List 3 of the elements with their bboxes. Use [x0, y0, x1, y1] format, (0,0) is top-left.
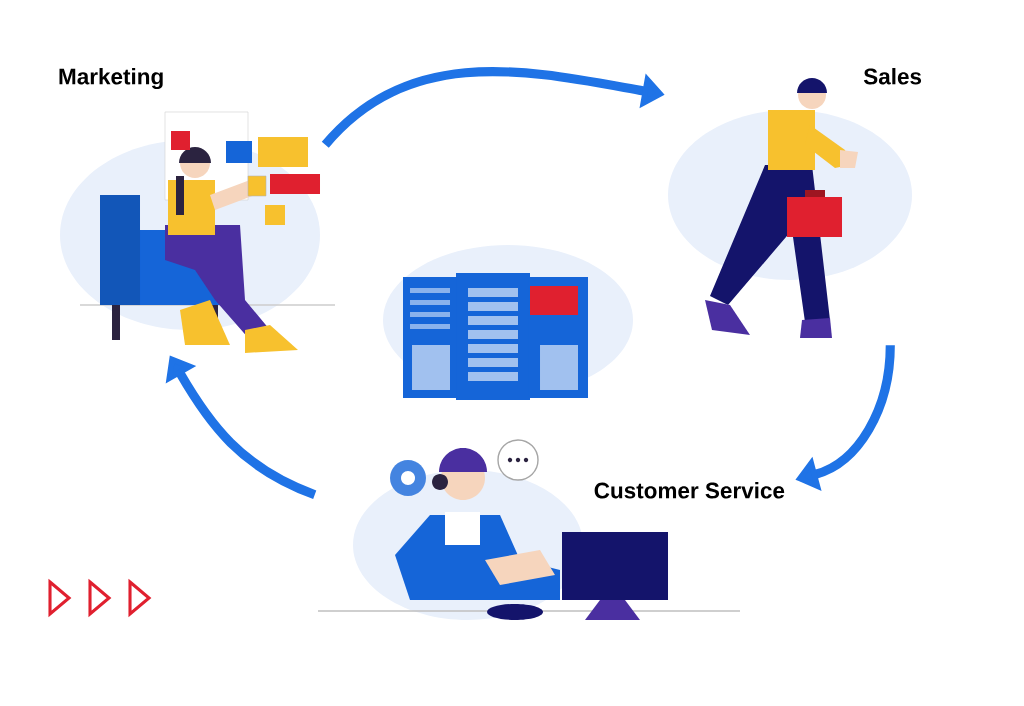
section-heading: Sales	[863, 68, 922, 85]
section-heading: Customer Service	[594, 482, 785, 499]
section-heading: Marketing	[59, 68, 163, 90]
